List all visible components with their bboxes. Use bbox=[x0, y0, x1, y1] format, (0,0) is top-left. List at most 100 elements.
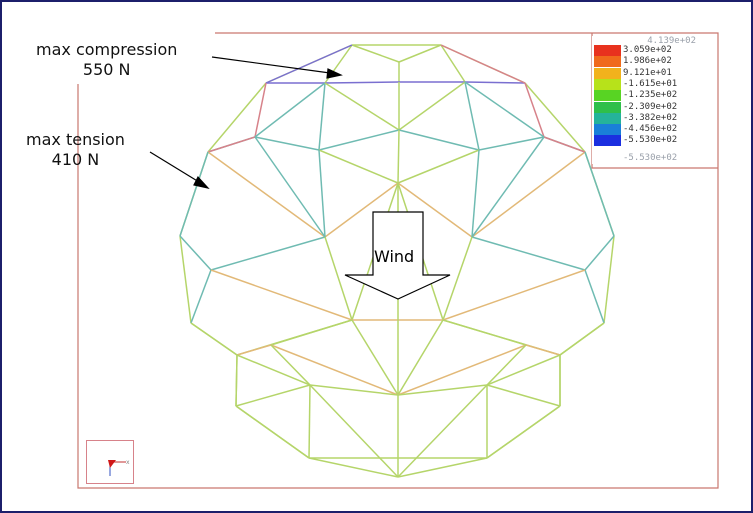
viewport-border bbox=[77, 32, 719, 489]
legend-swatch bbox=[594, 45, 621, 56]
dome-member bbox=[324, 236, 353, 321]
dome-member bbox=[397, 149, 480, 184]
dome-member bbox=[265, 44, 353, 84]
dome-member bbox=[397, 344, 527, 396]
dome-member bbox=[471, 236, 586, 271]
dome-member bbox=[207, 82, 267, 153]
wind-label: Wind bbox=[374, 247, 414, 266]
geodesic-dome-mesh bbox=[179, 44, 615, 478]
dome-member bbox=[464, 81, 526, 84]
max-compression-label: max compression 550 N bbox=[36, 40, 178, 79]
legend-swatch bbox=[594, 124, 621, 136]
dome-member bbox=[235, 405, 310, 459]
legend-max-label: 4.139e+02 bbox=[647, 36, 696, 46]
dome-member bbox=[440, 44, 526, 84]
dome-member bbox=[308, 384, 311, 459]
legend-value: -2.309e+02 bbox=[623, 101, 678, 112]
dome-member bbox=[351, 44, 400, 63]
legend-value: 1.986e+02 bbox=[623, 56, 672, 67]
dome-member bbox=[270, 344, 399, 396]
legend-entry: -1.235e+02 bbox=[594, 90, 696, 102]
legend-entry: -1.615e+01 bbox=[594, 78, 696, 90]
dome-member bbox=[324, 82, 400, 131]
dome-member bbox=[318, 82, 326, 151]
dome-member bbox=[254, 136, 320, 151]
dome-member bbox=[190, 322, 238, 356]
dome-member bbox=[235, 354, 238, 407]
down-arrow-icon bbox=[344, 211, 451, 300]
dome-member bbox=[398, 81, 466, 131]
dome-member bbox=[324, 81, 400, 84]
legend-swatch bbox=[594, 56, 621, 68]
legend-value: -3.382e+02 bbox=[623, 112, 678, 123]
dome-member bbox=[318, 149, 399, 184]
dome-member bbox=[397, 457, 488, 478]
dome-member bbox=[270, 344, 311, 386]
dome-member bbox=[486, 354, 561, 386]
dome-member bbox=[524, 82, 586, 153]
dome-member bbox=[397, 384, 488, 478]
dome-member bbox=[442, 236, 473, 321]
dome-member bbox=[235, 384, 311, 407]
dome-member bbox=[254, 82, 267, 138]
dome-member bbox=[584, 235, 615, 271]
svg-text:x: x bbox=[126, 459, 130, 466]
dome-member bbox=[309, 384, 399, 478]
dome-member bbox=[207, 136, 256, 153]
dome-member bbox=[464, 81, 545, 138]
legend-entry: -4.456e+02 bbox=[594, 124, 696, 136]
legend-entry: 1.986e+02 bbox=[594, 56, 696, 68]
max-tension-label: max tension 410 N bbox=[26, 130, 125, 169]
legend-entry: -5.530e+02 bbox=[594, 135, 696, 147]
dome-member bbox=[584, 269, 605, 324]
dome-member bbox=[525, 344, 561, 356]
legend-swatch bbox=[594, 78, 621, 90]
dome-member bbox=[471, 136, 545, 238]
dome-member bbox=[543, 136, 586, 153]
legend-entry: 3.059e+02 bbox=[594, 45, 696, 56]
dome-member bbox=[210, 236, 326, 271]
dome-member bbox=[308, 457, 399, 478]
dome-member bbox=[351, 319, 399, 396]
dome-member bbox=[440, 44, 466, 83]
legend-value: 9.121e+01 bbox=[623, 67, 672, 78]
dome-member bbox=[254, 136, 326, 238]
legend-swatch bbox=[594, 90, 621, 102]
dome-member bbox=[318, 129, 400, 151]
dome-member bbox=[236, 344, 272, 356]
dome-member bbox=[397, 182, 473, 238]
dome-member bbox=[486, 344, 527, 386]
legend-entry: -2.309e+02 bbox=[594, 101, 696, 113]
dome-member bbox=[398, 44, 442, 63]
dome-member bbox=[486, 405, 561, 459]
dome-member bbox=[471, 149, 480, 238]
dome-member bbox=[486, 384, 561, 407]
legend-swatch bbox=[594, 135, 621, 147]
dome-member bbox=[478, 136, 545, 151]
dome-member bbox=[397, 129, 400, 184]
legend-entry: 9.121e+01 bbox=[594, 67, 696, 79]
axis-triad-icon: x bbox=[86, 440, 134, 484]
legend-value: -5.530e+02 bbox=[623, 135, 678, 146]
dome-member bbox=[179, 235, 212, 271]
dome-member bbox=[397, 384, 488, 396]
legend-value: -1.235e+02 bbox=[623, 90, 678, 101]
dome-member bbox=[464, 81, 480, 151]
dome-member bbox=[559, 322, 605, 356]
dome-member bbox=[270, 319, 353, 346]
dome-member bbox=[190, 269, 212, 324]
dome-member bbox=[324, 182, 399, 238]
dome-member bbox=[584, 151, 615, 237]
legend-min-label: -5.530e+02 bbox=[623, 153, 678, 163]
legend-swatch bbox=[594, 101, 621, 113]
dome-member bbox=[397, 319, 444, 396]
dome-member bbox=[210, 269, 353, 321]
annotation-arrows bbox=[149, 56, 343, 189]
dome-member bbox=[179, 235, 192, 324]
dome-member bbox=[398, 129, 480, 151]
legend-value: 3.059e+02 bbox=[623, 45, 672, 55]
legend-entry: -3.382e+02 bbox=[594, 112, 696, 124]
legend-value: -4.456e+02 bbox=[623, 124, 678, 135]
